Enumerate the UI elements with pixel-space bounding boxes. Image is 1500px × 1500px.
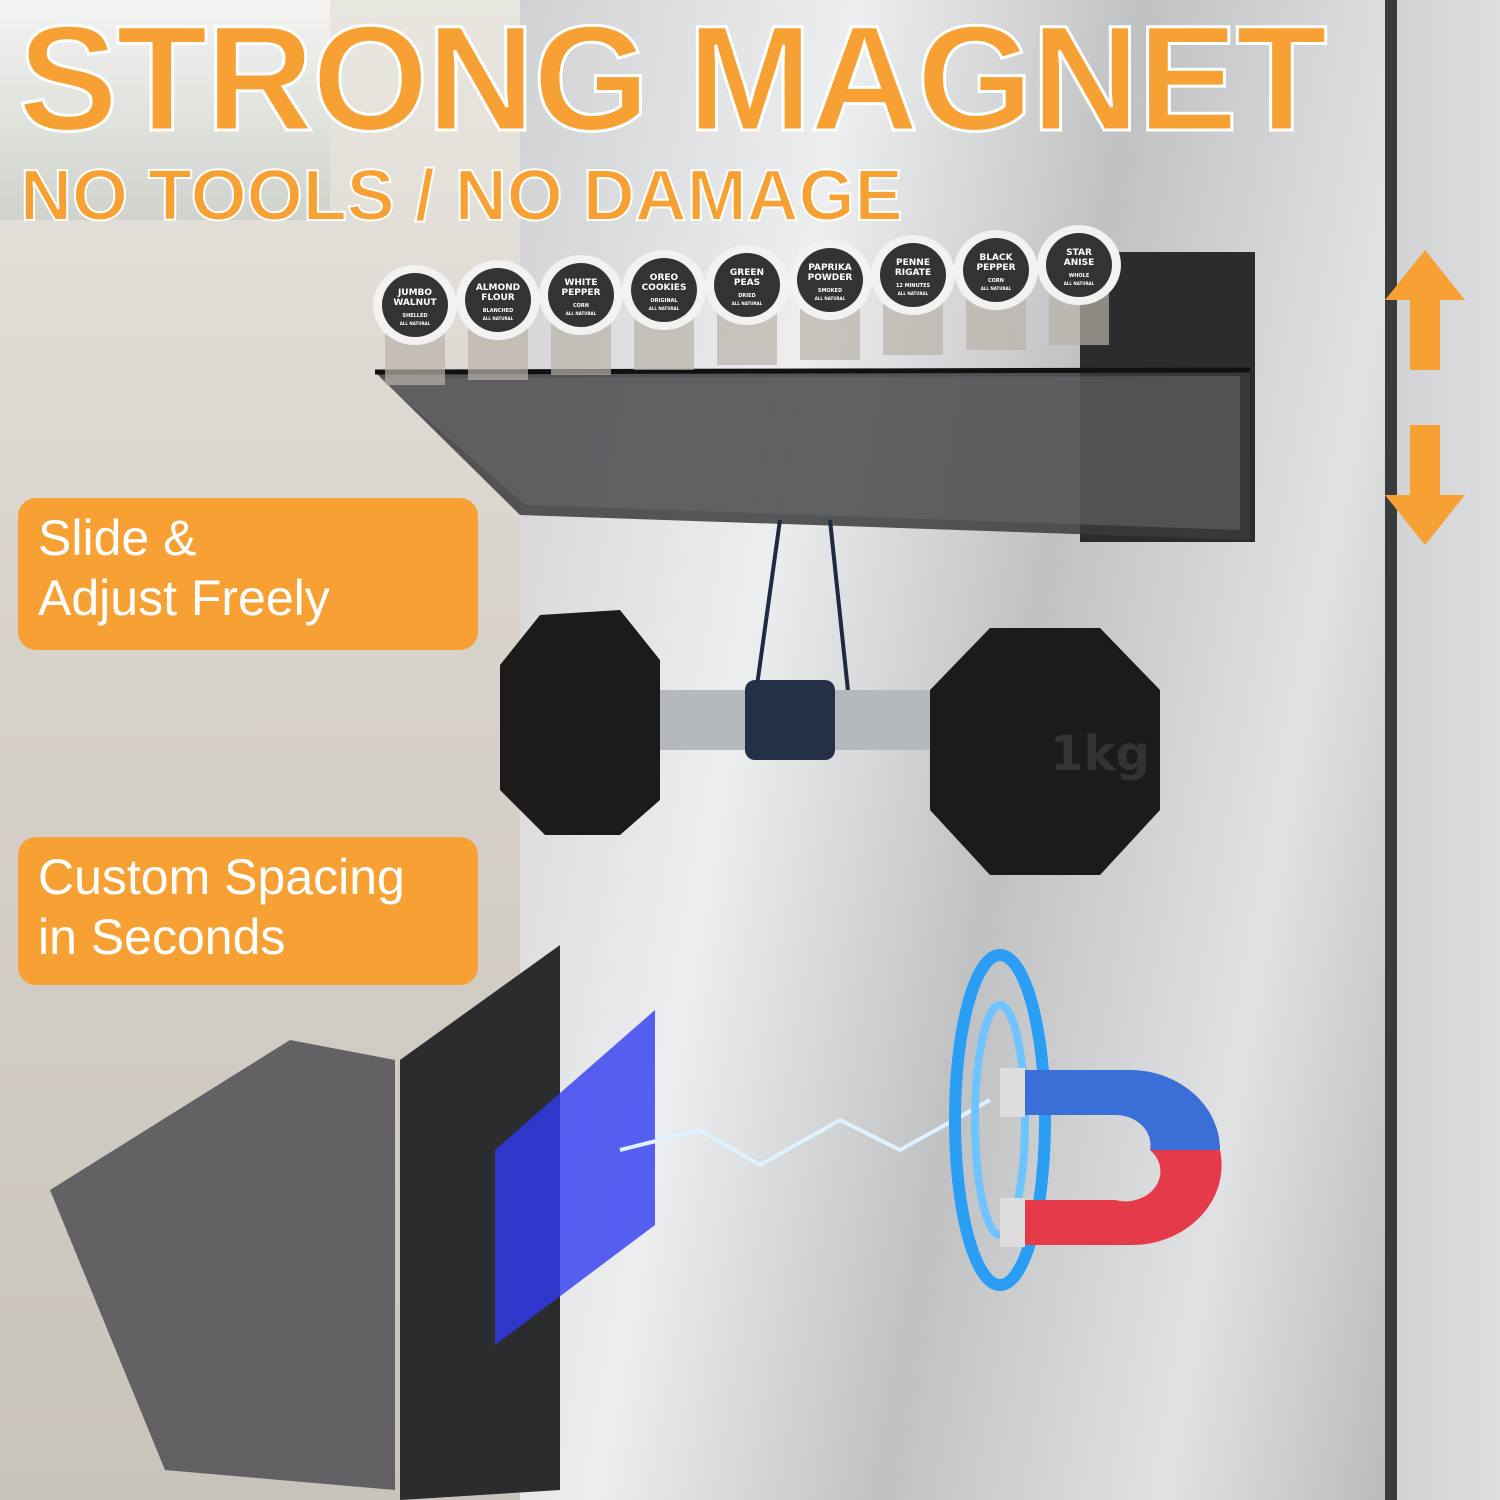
feature-line: in Seconds [38,909,286,965]
magnetic-field-ring [949,949,1051,1291]
feature-line: Custom Spacing [38,849,405,905]
up-down-arrow-icon [1385,250,1465,545]
feature-badge-spacing: Custom Spacing in Seconds [18,837,478,985]
metal-plate [495,1010,655,1345]
jar-label: 12 MINUTES [896,283,931,289]
jar-label: JUMBO [397,288,432,298]
jar-label: ALL NATURAL [815,296,846,301]
jar-label: ALL NATURAL [898,291,929,296]
jar-label: COOKIES [642,283,687,293]
jar-label: RIGATE [895,268,931,278]
jar-label: FLOUR [481,293,515,303]
jar-label: ALL NATURAL [732,301,763,306]
dumbbell: 1kg [500,610,1160,875]
jar-label: SMOKED [818,288,842,294]
window [0,0,330,220]
horseshoe-magnet [1000,1068,1222,1247]
jar-label: ALL NATURAL [981,286,1012,291]
strap [753,519,852,711]
headline: STRONG MAGNET [16,0,1328,164]
jar-label: WHOLE [1069,273,1090,279]
fridge-door-edge [1385,0,1397,1500]
dumbbell-weight-label: 1kg [1050,726,1150,782]
jar-label: SHELLED [402,313,427,319]
jar-label: ANISE [1064,258,1094,268]
jar-label: BLANCHED [483,308,513,314]
jar-label: ALMOND [476,283,520,293]
jar-label: ALL NATURAL [1064,281,1095,286]
jar-label: BLACK [979,253,1013,263]
jar-label: CORN [573,303,589,309]
jar-label: PAPRIKA [808,263,852,273]
jar-label: PEAS [734,278,760,288]
jar-label: PENNE [896,258,930,268]
jar-label: ALL NATURAL [400,321,431,326]
jar-label: PEPPER [561,288,600,298]
side-rack [50,945,560,1500]
jar-label: WHITE [564,278,597,288]
jar-label: ALL NATURAL [649,306,680,311]
jar-label: WALNUT [393,298,437,308]
jar-label: STAR [1066,248,1092,258]
subheadline: NO TOOLS / NO DAMAGE [19,155,904,237]
jar-label: PEPPER [976,263,1015,273]
jar-label: DRIED [738,293,755,299]
jar-label: ALL NATURAL [483,316,514,321]
jar-label: GREEN [730,268,764,278]
jar-label: CORN [988,278,1004,284]
jar-label: POWDER [808,273,853,283]
jar-label: ORIGINAL [650,298,678,304]
feature-line: Slide & [38,510,197,566]
feature-line: Adjust Freely [38,570,330,626]
feature-badge-slide: Slide & Adjust Freely [18,498,478,650]
jar-label: OREO [650,273,679,283]
jar-label: ALL NATURAL [566,311,597,316]
lightning [619,1098,991,1168]
